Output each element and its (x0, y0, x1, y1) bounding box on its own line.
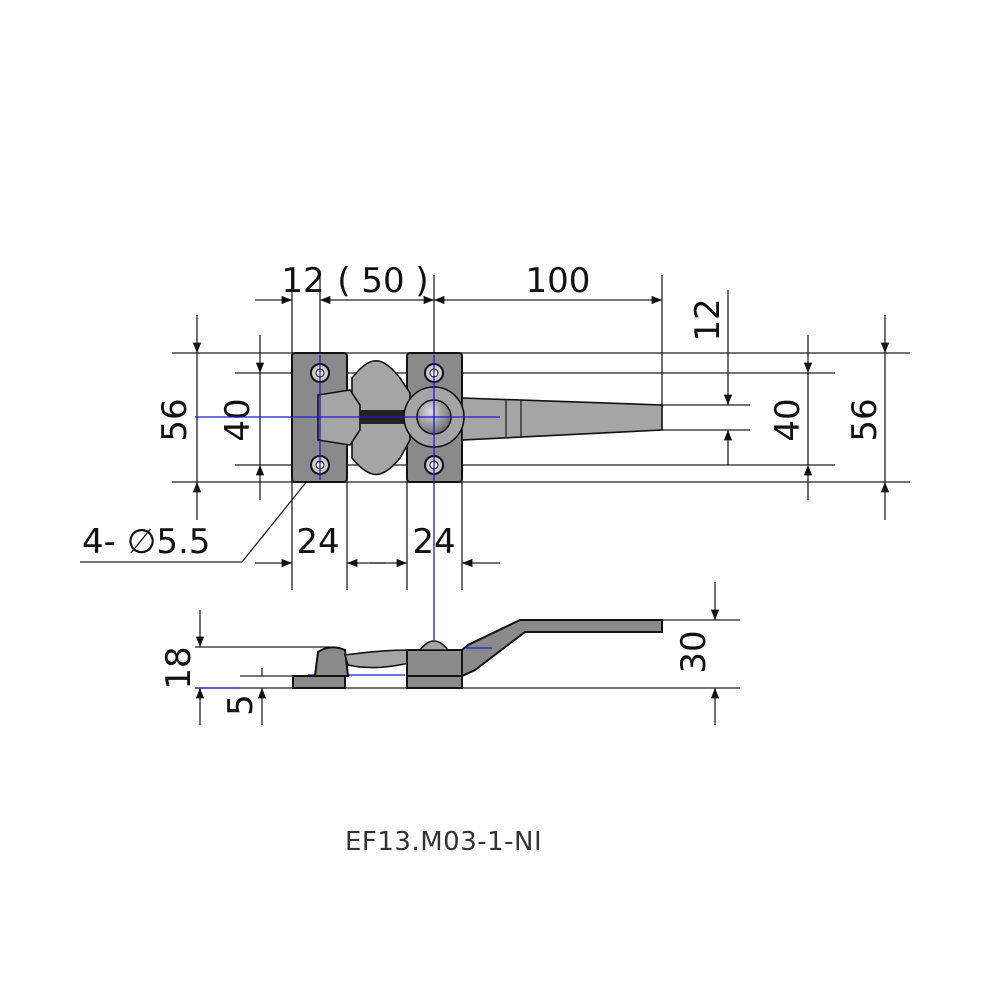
side-dimensions: 18 5 30 (159, 582, 740, 725)
top-dimensions: 12 ( 50 ) 100 (255, 261, 662, 305)
dim-30: 30 (674, 630, 714, 673)
dim-40-right: 40 (768, 398, 808, 441)
part-number-label: EF13.M03-1-NI (345, 827, 543, 857)
dim-100: 100 (526, 261, 591, 301)
dim-50: ( 50 ) (337, 261, 428, 301)
dim-12-right: 12 (688, 298, 728, 341)
left-dimensions: 56 40 (155, 315, 265, 520)
dim-12-top: 12 (281, 261, 324, 301)
dim-24-left: 24 (296, 522, 339, 562)
dim-40-left: 40 (218, 398, 258, 441)
bottom-dimensions: 24 24 4- ∅5.5 (80, 469, 500, 568)
latch-top-view (195, 352, 663, 640)
dim-56-right: 56 (845, 398, 885, 441)
right-dimensions: 12 40 56 (688, 290, 890, 520)
latch-side-view (292, 619, 663, 689)
dim-56-left: 56 (155, 398, 195, 441)
dim-18: 18 (159, 646, 199, 689)
hole-note: 4- ∅5.5 (82, 522, 210, 562)
dim-5: 5 (221, 694, 261, 716)
